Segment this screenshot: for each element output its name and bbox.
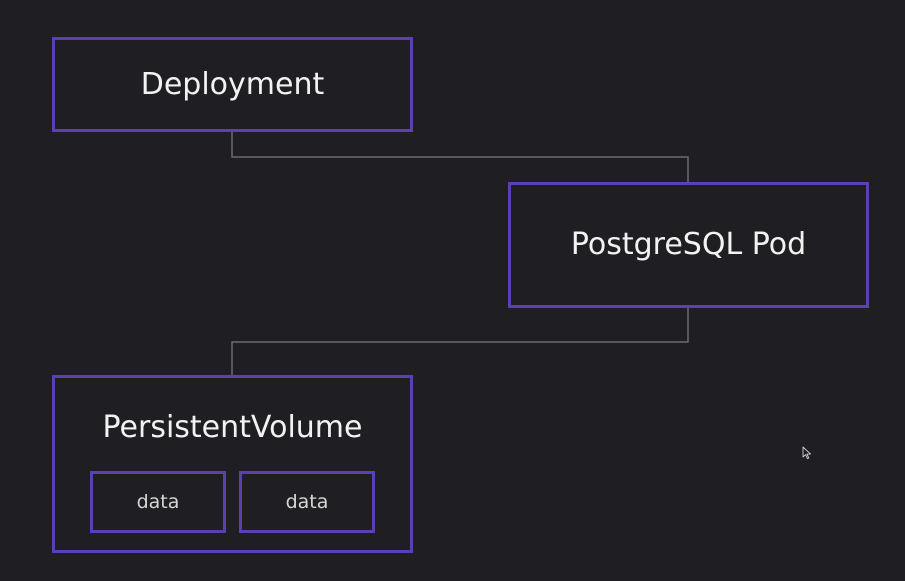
- connector-deployment-to-pod: [231, 132, 689, 182]
- mouse-pointer-icon: [802, 446, 812, 460]
- persistent-volume-node: PersistentVolume data data: [52, 375, 413, 553]
- data-block-label: data: [285, 491, 329, 513]
- postgresql-pod-label: PostgreSQL Pod: [570, 227, 807, 262]
- postgresql-pod-node: PostgreSQL Pod: [508, 182, 869, 308]
- data-block-label: data: [136, 491, 180, 513]
- deployment-node: Deployment: [52, 37, 413, 132]
- connector-pod-to-volume: [231, 308, 689, 375]
- data-block: data: [239, 471, 375, 533]
- data-block: data: [90, 471, 226, 533]
- deployment-label: Deployment: [140, 67, 325, 102]
- persistent-volume-label: PersistentVolume: [102, 410, 363, 445]
